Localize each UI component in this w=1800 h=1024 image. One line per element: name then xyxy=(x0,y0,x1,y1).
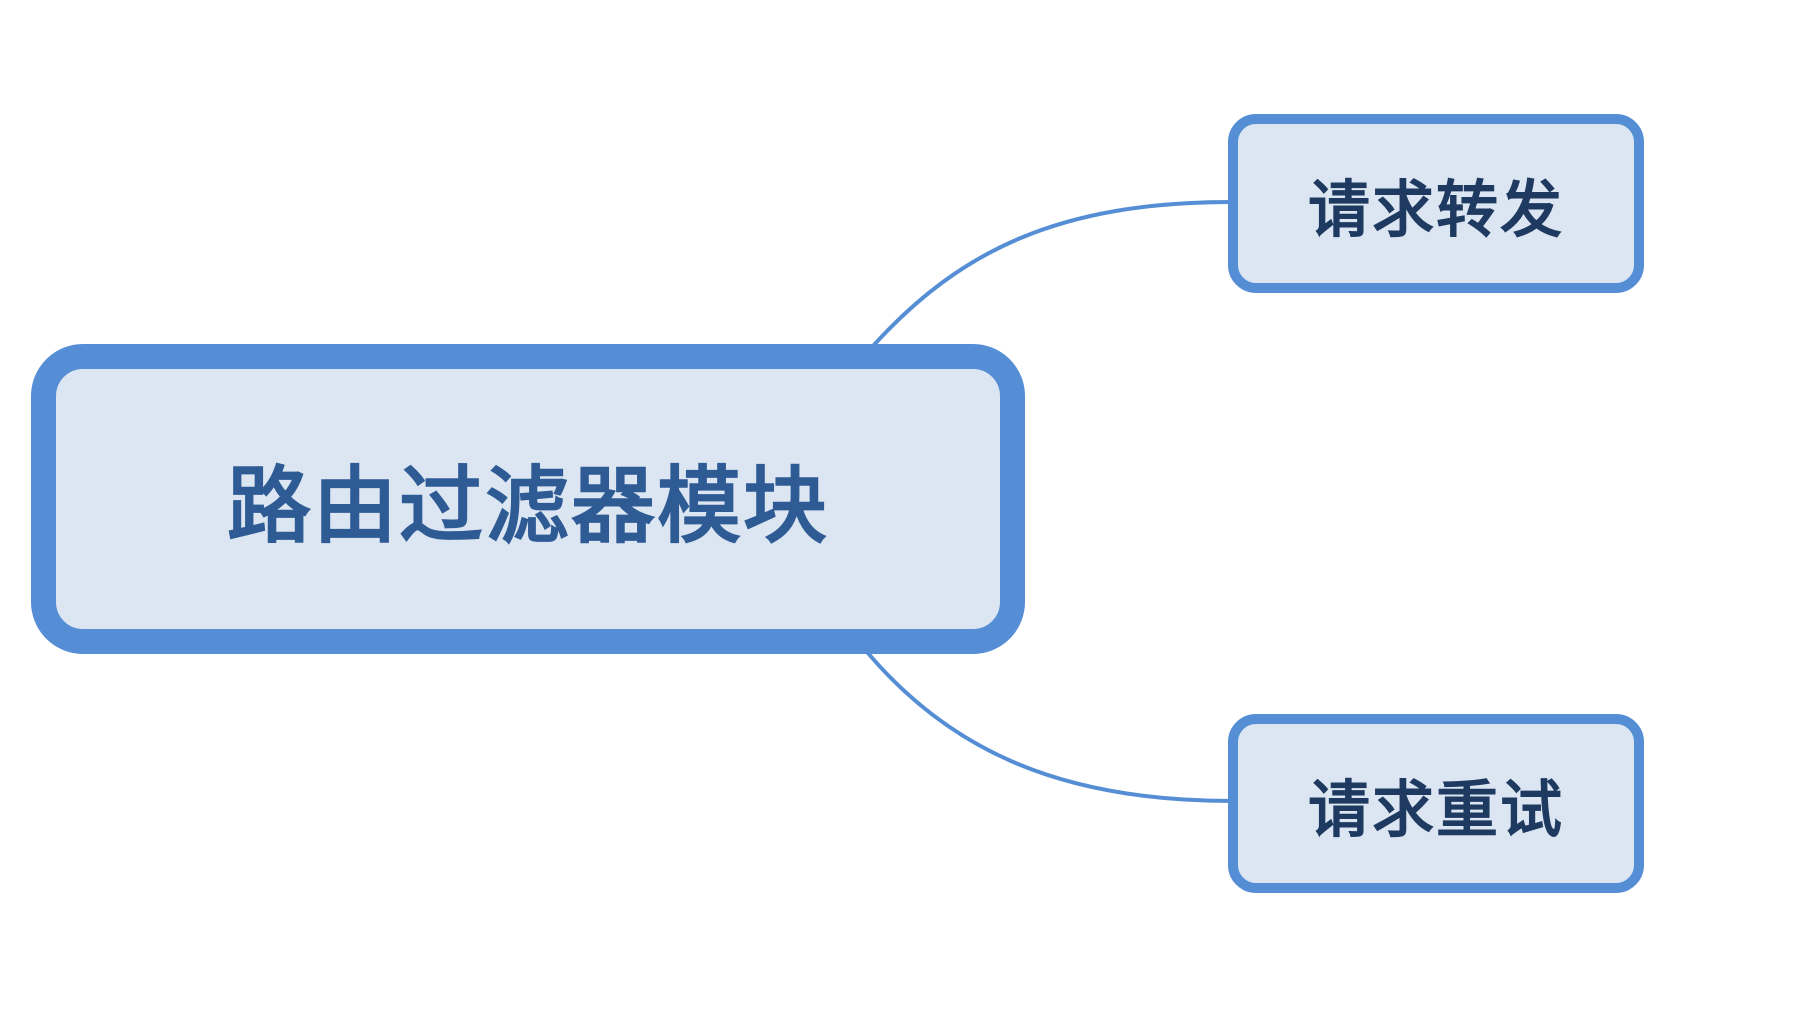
child-node-request-forward[interactable]: 请求转发 xyxy=(1228,114,1644,293)
connector-root-to-retry xyxy=(865,650,1233,803)
connector-root-to-forward xyxy=(871,200,1233,348)
child-node-request-retry[interactable]: 请求重试 xyxy=(1228,714,1644,893)
root-node[interactable]: 路由过滤器模块 xyxy=(31,344,1025,654)
root-node-label: 路由过滤器模块 xyxy=(226,456,829,555)
child-node-label: 请求重试 xyxy=(1307,772,1564,846)
child-node-label: 请求转发 xyxy=(1307,172,1564,246)
